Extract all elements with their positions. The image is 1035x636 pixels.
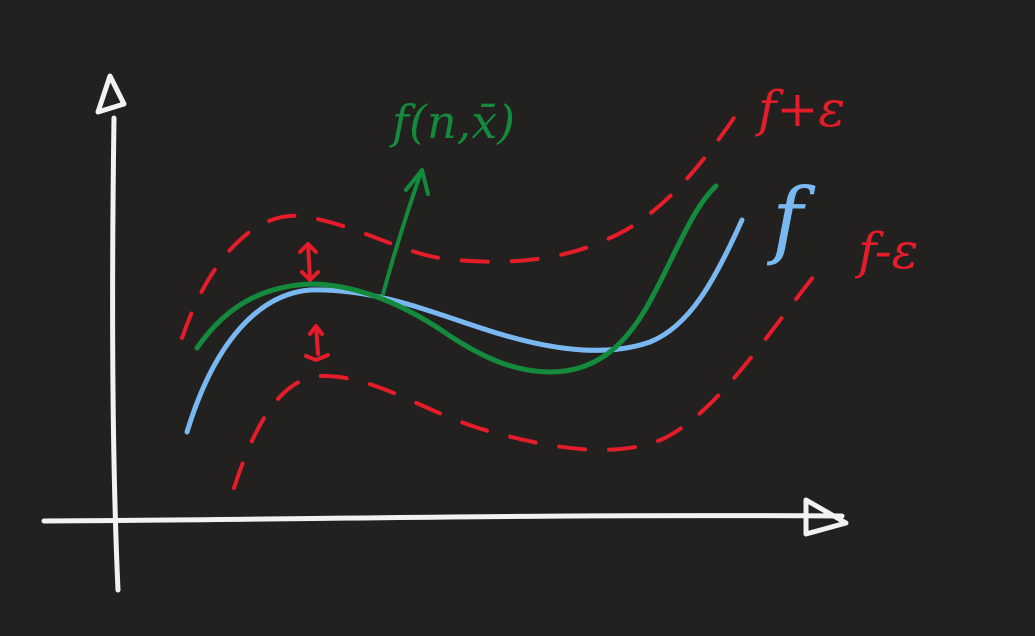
learned-function-label: f(n,x̄): [389, 95, 515, 149]
pointer-arrow: [381, 168, 430, 296]
y-axis: [110, 115, 121, 593]
axes: [41, 73, 849, 593]
pointer-arrow-icon: [404, 168, 430, 196]
epsilon-band: [180, 110, 824, 490]
x-axis: [41, 513, 845, 524]
upper-band-label: f+ε: [754, 80, 845, 138]
x-axis-arrow-icon: [803, 497, 849, 537]
band-width-markers: [298, 242, 330, 362]
target-function-label: f: [766, 170, 816, 268]
pointer-arrow-shaft: [381, 173, 422, 296]
target-function-curve: [184, 217, 745, 435]
lower-band-label: f-ε: [854, 222, 918, 280]
lower-band-curve: [232, 264, 824, 490]
learned-function-curve: [194, 183, 719, 375]
upper-double-arrow-icon: [298, 242, 320, 282]
y-axis-arrow-icon: [95, 73, 127, 115]
upper-band-curve: [180, 110, 740, 340]
lower-double-arrow-icon: [304, 324, 330, 362]
